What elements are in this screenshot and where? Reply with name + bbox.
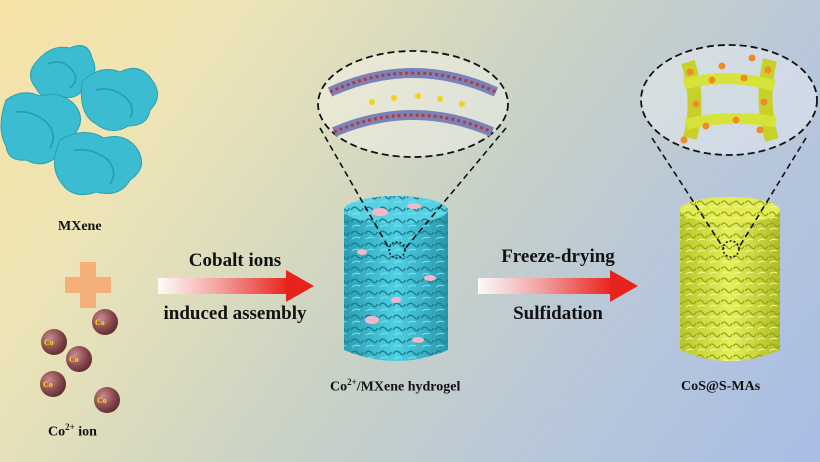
- co-ions: Co Co Co Co Co: [40, 309, 120, 413]
- co-ion-label-charge: 2+: [65, 422, 75, 432]
- svg-text:Co: Co: [69, 355, 79, 364]
- hydrogel-label-suffix: /MXene hydrogel: [356, 379, 461, 395]
- zoom-callout-1: [317, 50, 509, 251]
- step1-bottom-label: induced assembly: [163, 303, 307, 324]
- co-ion: Co: [94, 387, 120, 413]
- arrow-step1: [158, 270, 314, 302]
- co-ion-label-base: Co: [48, 424, 66, 440]
- product-label: CoS@S-MAs: [681, 379, 761, 394]
- hydrogel-label-base: Co: [330, 379, 348, 395]
- co-ion: Co: [92, 309, 118, 335]
- mxene-flakes: [0, 45, 158, 196]
- hydrogel-label-charge: 2+: [347, 377, 357, 387]
- svg-text:Co: Co: [95, 318, 105, 327]
- porous-network-inset: [680, 54, 779, 144]
- svg-text:Co: Co: [44, 338, 54, 347]
- hydrogel-cylinder: [344, 196, 448, 361]
- co-ion: Co: [66, 346, 92, 372]
- hydrogel-label: Co2+/MXene hydrogel: [330, 377, 460, 396]
- product-cylinder: [680, 197, 780, 361]
- mxene-layers-inset: [327, 68, 499, 137]
- pink-patches: [357, 203, 436, 343]
- co-ion: Co: [41, 329, 67, 355]
- zoom-callout-2: [640, 44, 818, 250]
- arrow-step2: [478, 270, 638, 302]
- step2-top-label: Freeze-drying: [501, 246, 615, 267]
- mxene-label: MXene: [58, 219, 102, 234]
- step1-top-label: Cobalt ions: [188, 250, 282, 271]
- svg-text:Co: Co: [97, 396, 107, 405]
- co-ion: Co: [40, 371, 66, 397]
- co-ion-label: Co2+ ion: [48, 422, 97, 441]
- step2-bottom-label: Sulfidation: [513, 303, 603, 324]
- co-ion-label-suffix: ion: [74, 424, 97, 440]
- svg-text:Co: Co: [43, 380, 53, 389]
- plus-sign: [65, 262, 111, 308]
